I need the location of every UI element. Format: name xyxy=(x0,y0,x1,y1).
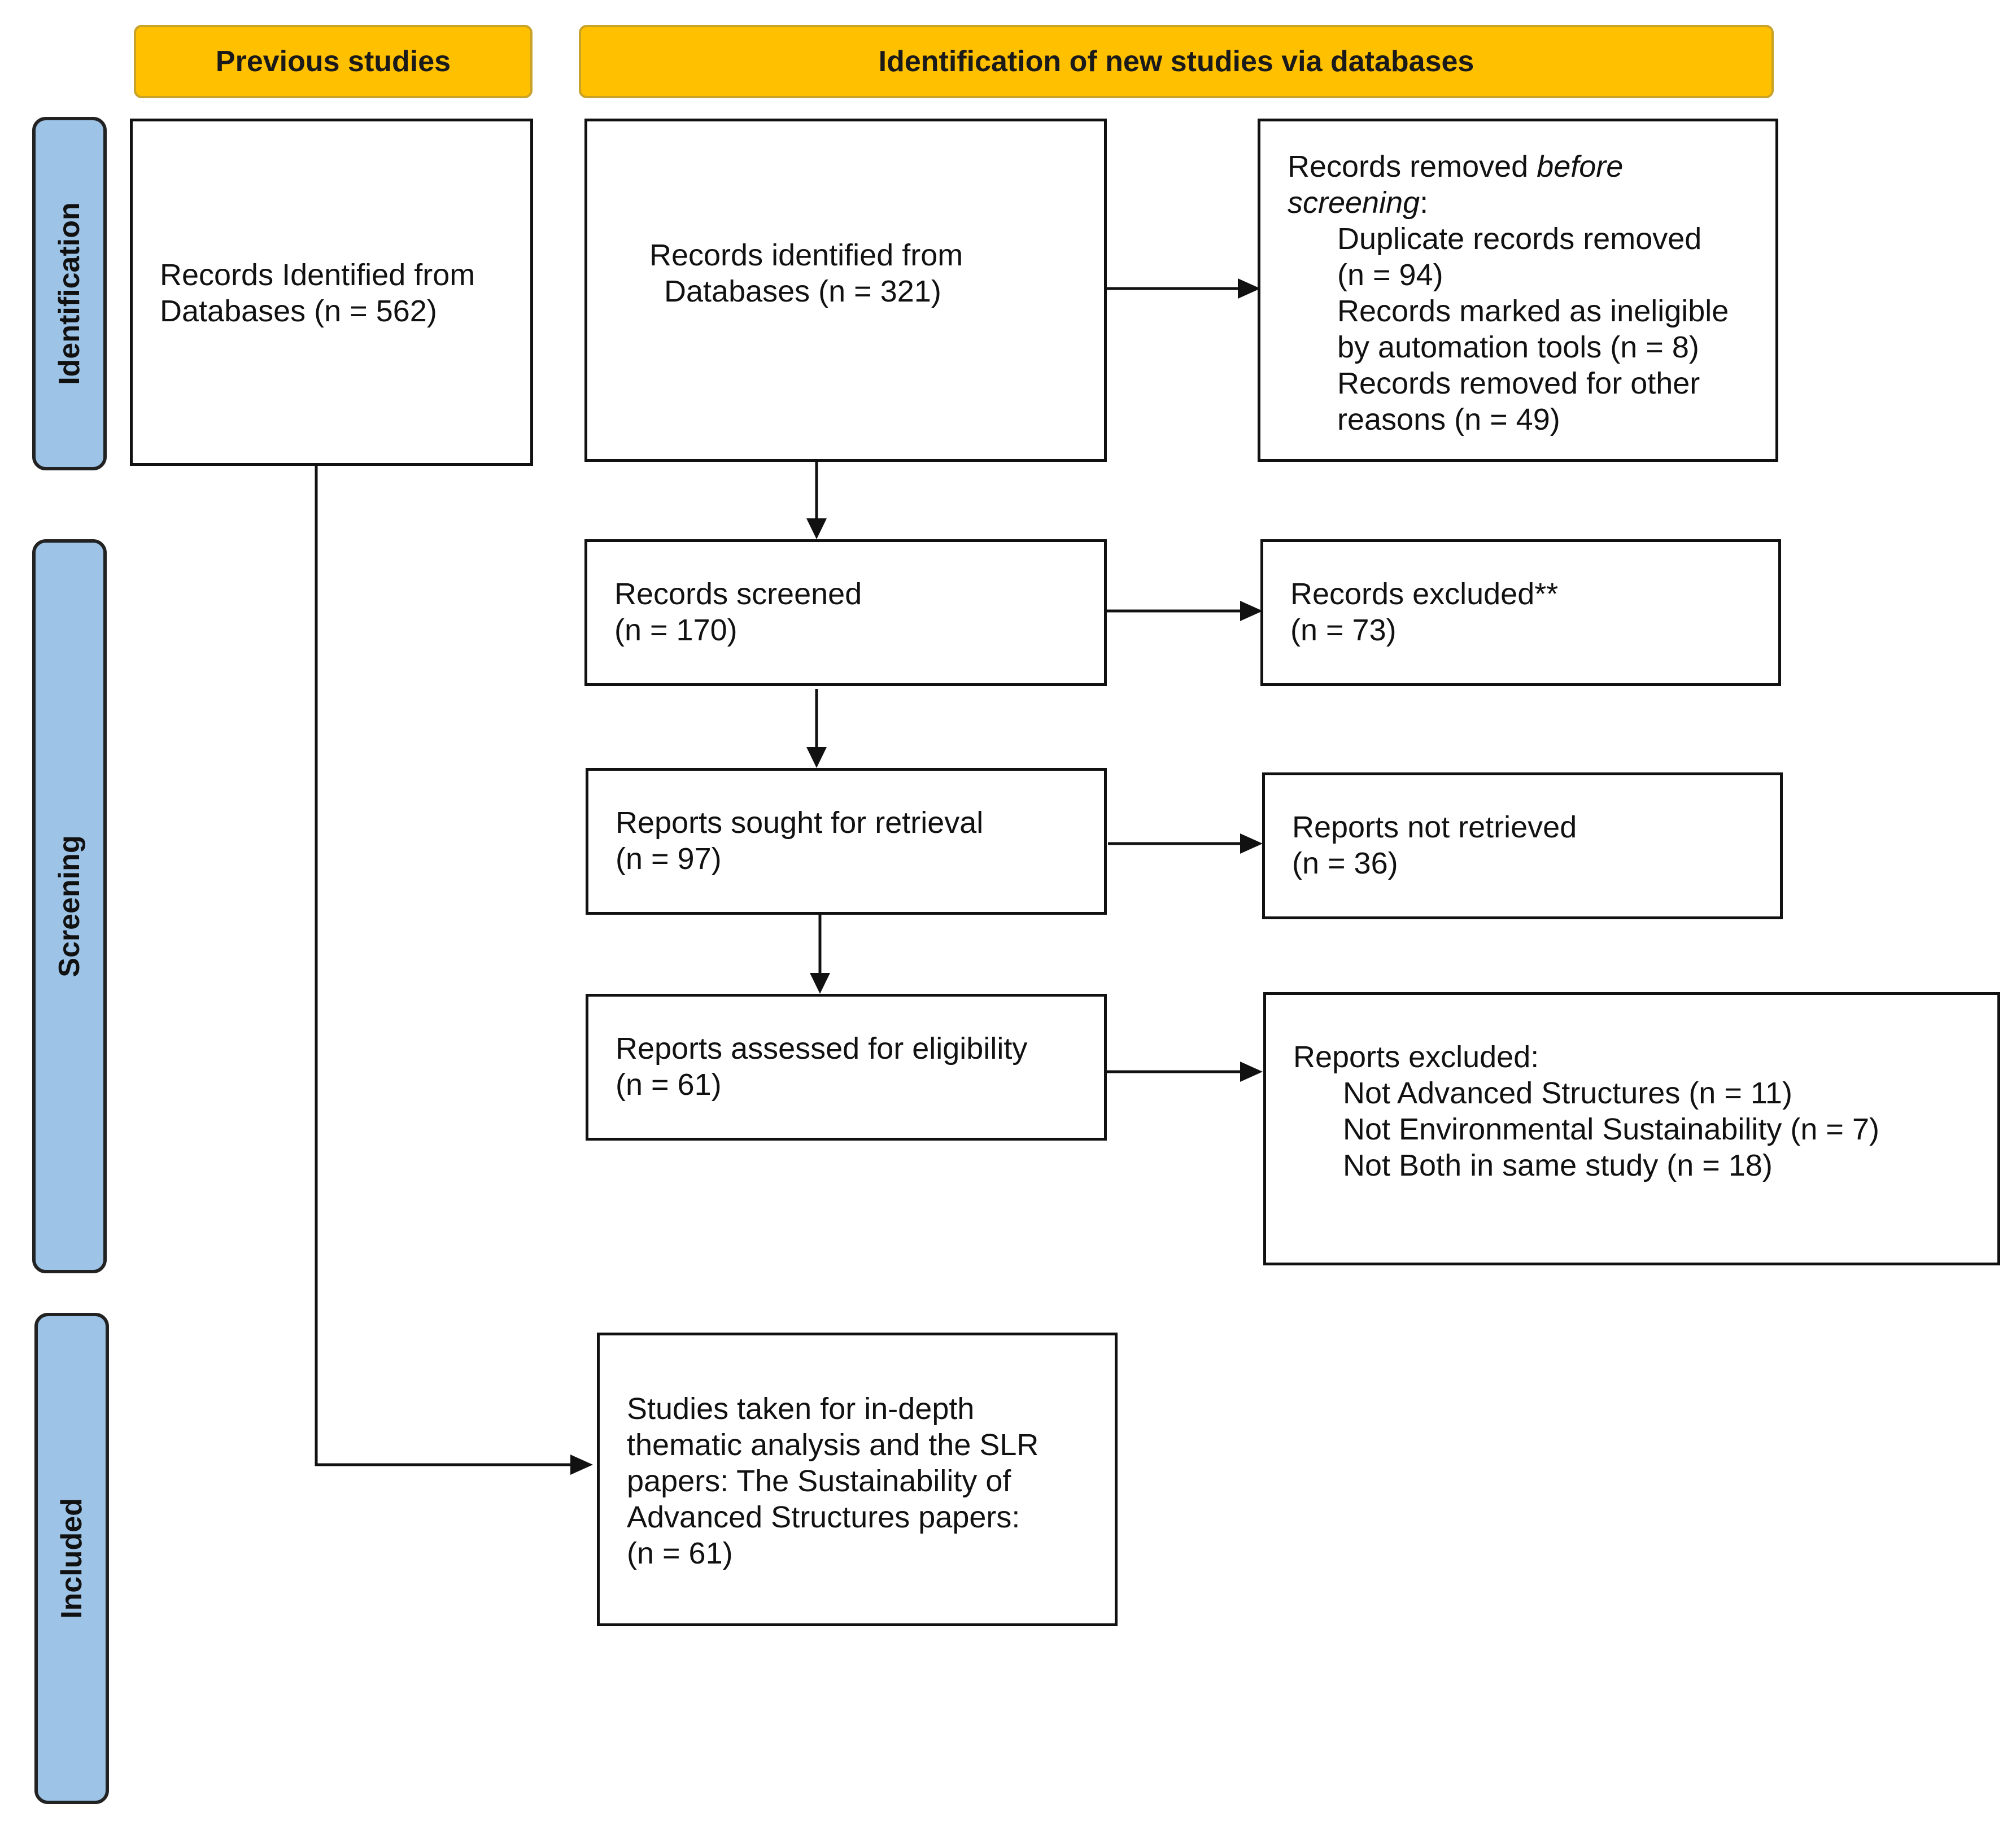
reports-assessed-line2: (n = 61) xyxy=(616,1068,722,1102)
records-removed-item: Records removed for other xyxy=(1337,366,1700,400)
previous-records-line1: Records Identified from xyxy=(160,258,475,292)
records-removed-item: Records marked as ineligible xyxy=(1337,294,1729,328)
arrowhead-assessed xyxy=(810,973,830,994)
connector-previous-to-included xyxy=(315,464,570,1466)
phase-screening: Screening xyxy=(32,539,107,1273)
reports-not-retrieved-line1: Reports not retrieved xyxy=(1292,810,1577,844)
reports-excluded-title: Reports excluded: xyxy=(1293,1040,1539,1074)
arrowhead-reports-excluded xyxy=(1240,1062,1263,1082)
box-reports-not-retrieved: Reports not retrieved (n = 36) xyxy=(1262,772,1783,919)
header-previous-studies-label: Previous studies xyxy=(215,45,451,78)
records-screened-line1: Records screened xyxy=(614,577,862,611)
box-reports-excluded: Reports excluded: Not Advanced Structure… xyxy=(1263,992,2000,1265)
phase-identification: Identification xyxy=(32,117,107,470)
box-previous-records: Records Identified from Databases (n = 5… xyxy=(130,119,533,466)
box-studies-included: Studies taken for in-depth thematic anal… xyxy=(597,1333,1118,1626)
box-records-removed: Records removed before screening: Duplic… xyxy=(1258,119,1778,462)
reports-excluded-item: Not Environmental Sustainability (n = 7) xyxy=(1343,1112,1879,1146)
records-removed-item: by automation tools (n = 8) xyxy=(1337,330,1699,364)
phase-included: Included xyxy=(34,1313,109,1804)
reports-assessed-line1: Reports assessed for eligibility xyxy=(616,1032,1028,1065)
arrowhead-screened xyxy=(806,518,827,539)
box-reports-sought: Reports sought for retrieval (n = 97) xyxy=(586,768,1107,915)
reports-not-retrieved-line2: (n = 36) xyxy=(1292,846,1398,880)
box-records-excluded: Records excluded** (n = 73) xyxy=(1260,539,1781,686)
arrowhead-removed xyxy=(1238,278,1260,299)
studies-included-line: thematic analysis and the SLR xyxy=(627,1428,1039,1462)
studies-included-line: Studies taken for in-depth xyxy=(627,1392,975,1426)
box-reports-assessed: Reports assessed for eligibility (n = 61… xyxy=(586,994,1107,1141)
reports-excluded-item: Not Both in same study (n = 18) xyxy=(1343,1149,1773,1182)
reports-excluded-item: Not Advanced Structures (n = 11) xyxy=(1343,1076,1792,1110)
records-removed-item: reasons (n = 49) xyxy=(1337,403,1560,436)
records-removed-item: Duplicate records removed xyxy=(1337,222,1702,256)
records-removed-item: (n = 94) xyxy=(1337,258,1443,292)
arrowhead-included xyxy=(570,1455,593,1475)
records-screened-line2: (n = 170) xyxy=(614,613,738,647)
records-removed-title: Records removed before xyxy=(1288,150,1624,184)
records-excluded-line1: Records excluded** xyxy=(1290,577,1559,611)
box-records-identified: Records identified from Databases (n = 3… xyxy=(584,119,1107,462)
box-records-screened: Records screened (n = 170) xyxy=(584,539,1107,686)
previous-records-line2: Databases (n = 562) xyxy=(160,294,437,328)
arrowhead-excluded xyxy=(1240,601,1263,621)
records-identified-line1: Records identified from xyxy=(649,238,963,272)
reports-sought-line1: Reports sought for retrieval xyxy=(616,806,984,840)
studies-included-line: papers: The Sustainability of xyxy=(627,1464,1011,1498)
header-new-studies: Identification of new studies via databa… xyxy=(579,25,1774,98)
arrowhead-sought xyxy=(806,747,827,768)
header-new-studies-label: Identification of new studies via databa… xyxy=(878,45,1474,78)
header-previous-studies: Previous studies xyxy=(134,25,533,98)
reports-sought-line2: (n = 97) xyxy=(616,842,722,876)
arrowhead-not-retrieved xyxy=(1240,833,1263,854)
records-identified-line2: Databases (n = 321) xyxy=(664,274,941,308)
records-removed-title-em2: screening xyxy=(1288,186,1420,220)
studies-included-line: Advanced Structures papers: xyxy=(627,1500,1020,1534)
studies-included-line: (n = 61) xyxy=(627,1536,733,1570)
records-excluded-line2: (n = 73) xyxy=(1290,613,1397,647)
